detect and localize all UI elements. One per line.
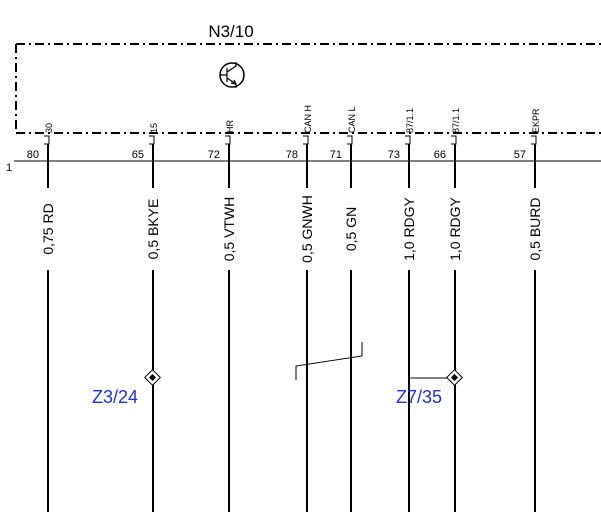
pin-name: 30: [44, 123, 54, 133]
pin-number: 57: [514, 149, 526, 161]
pin-column: 30 80 0,75 RD: [27, 123, 56, 512]
pin-tick: [225, 135, 231, 145]
pin-tick: [347, 135, 353, 145]
splice-diamond-icon: [446, 369, 463, 386]
pin-tick: [451, 135, 457, 145]
pin-column: 15 65 0,5 BKYE: [132, 123, 161, 512]
pin-name: 87/1.1: [451, 108, 461, 133]
splice-bridge-z7-35: [408, 270, 455, 379]
pin-number: 80: [27, 149, 39, 161]
pin-number: 72: [208, 149, 220, 161]
pin-number: 66: [434, 149, 446, 161]
pin-number: 78: [286, 149, 298, 161]
wire-label: 0,5 BKYE: [145, 199, 161, 260]
pin-name: EKPR: [531, 108, 541, 133]
pin-number: 65: [132, 149, 144, 161]
wire-label: 0,5 VTWH: [221, 197, 237, 262]
pin-column: 87/1.1 73 1,0 RDGY: [388, 108, 417, 512]
pin-tick: [303, 135, 309, 145]
twisted-pair-marker: [295, 342, 363, 380]
component-name: N3/10: [208, 22, 253, 41]
pin-column: 87/1.1 66 1,0 RDGY: [434, 108, 463, 512]
pin-name: CAN L: [347, 106, 357, 133]
pin-tick: [531, 135, 537, 145]
splice-label-z7-35: Z7/35: [396, 387, 442, 407]
wire-label: 0,75 RD: [40, 203, 56, 254]
wire-label: 0,5 GN: [343, 207, 359, 251]
wire-label: 0,5 BURD: [527, 197, 543, 260]
pin-columns: 30 80 0,75 RD 15 65 0,5 BKYE HR 72 0,5 VTWH CAN H…: [27, 105, 543, 512]
pin-tick: [149, 135, 155, 145]
splice-diamond-icon: [144, 369, 161, 386]
pin-number: 71: [330, 149, 342, 161]
component-boundary: [15, 43, 601, 134]
harness-marker: 1: [6, 162, 12, 174]
pin-name: 87/1.1: [405, 108, 415, 133]
pin-tick: [44, 135, 50, 145]
pin-name: 15: [149, 123, 159, 133]
pin-column: CAN L 71 0,5 GN: [330, 106, 359, 512]
pin-name: HR: [225, 120, 235, 133]
transistor-symbol-icon: [219, 62, 245, 88]
pin-tick: [405, 135, 411, 145]
pin-column: CAN H 78 0,5 GNWH: [286, 105, 315, 512]
pin-number: 73: [388, 149, 400, 161]
pin-column: EKPR 57 0,5 BURD: [514, 108, 543, 512]
wire-label: 1,0 RDGY: [401, 196, 417, 260]
pin-name: CAN H: [303, 105, 313, 133]
splice-label-z3-24: Z3/24: [92, 387, 138, 407]
wire-label: 1,0 RDGY: [447, 196, 463, 260]
pin-column: HR 72 0,5 VTWH: [208, 120, 237, 512]
wire-label: 0,5 GNWH: [299, 195, 315, 263]
